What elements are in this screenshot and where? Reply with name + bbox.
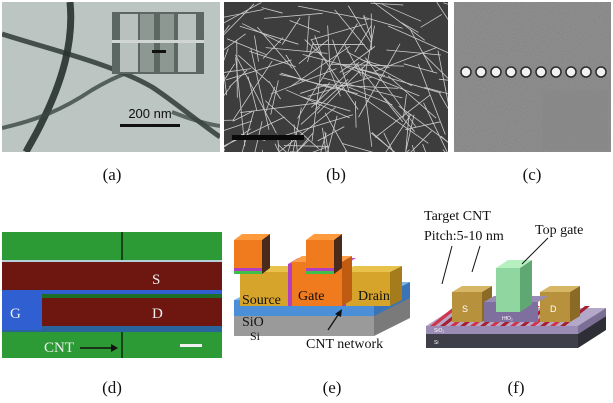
label-si: Si	[250, 329, 261, 343]
drain-block	[342, 272, 390, 306]
gate-electrode	[2, 294, 42, 330]
caption-f: (f)	[507, 378, 525, 397]
label-sio2: SiO₂	[434, 328, 444, 334]
scale-label: 200 nm	[128, 106, 171, 121]
panel-f-schematic: S D HfO₂ SiO₂ Si Target CNT Pitch:5-10 n…	[422, 206, 611, 360]
inset-image	[542, 90, 608, 150]
label-source: Source	[242, 293, 281, 308]
label-d: D	[152, 306, 163, 322]
top-gate	[496, 268, 520, 312]
source-block	[240, 272, 288, 306]
label-cnt-network: CNT network	[306, 337, 383, 352]
s-electrode	[452, 292, 482, 322]
label-hfo2: HfO₂	[502, 316, 513, 322]
inset-device-image	[112, 12, 204, 74]
label-top-gate: Top gate	[535, 223, 583, 238]
source-electrode	[2, 262, 222, 290]
label-gate: Gate	[298, 289, 324, 304]
caption-b: (b)	[326, 165, 346, 184]
label-s: S	[462, 304, 468, 314]
panel-d-device-image: S G D CNT	[2, 232, 222, 358]
drain-electrode	[42, 298, 222, 326]
nanoparticle-row	[460, 66, 607, 78]
sio2-layer	[426, 326, 578, 334]
nanotube-fiber	[2, 31, 220, 140]
scale-bar	[232, 135, 304, 140]
caption-c: (c)	[522, 165, 542, 184]
label-g: G	[10, 306, 21, 322]
nanotube-fiber	[22, 2, 75, 152]
label-pitch: Pitch:5-10 nm	[424, 229, 504, 244]
label-s: S	[152, 272, 160, 288]
scale-bar	[120, 124, 180, 127]
panel-c-sem-aligned	[454, 2, 611, 152]
label-drain: Drain	[358, 289, 390, 304]
label-d: D	[550, 304, 557, 314]
caption-e: (e)	[322, 378, 342, 397]
caption-a: (a)	[102, 165, 122, 184]
label-cnt: CNT	[44, 340, 74, 356]
label-sio: SiO	[242, 315, 264, 330]
label-target-cnt: Target CNT	[424, 209, 491, 224]
label-si: Si	[434, 340, 438, 346]
d-electrode	[540, 292, 570, 322]
panel-e-schematic: Source Gate Drain SiO Si CNT network	[224, 226, 420, 360]
caption-d: (d)	[102, 378, 122, 397]
panel-a-tem-image: 200 nm	[2, 2, 220, 152]
panel-b-sem-network	[224, 2, 448, 152]
si-substrate	[426, 334, 578, 348]
scale-bar	[180, 344, 202, 347]
